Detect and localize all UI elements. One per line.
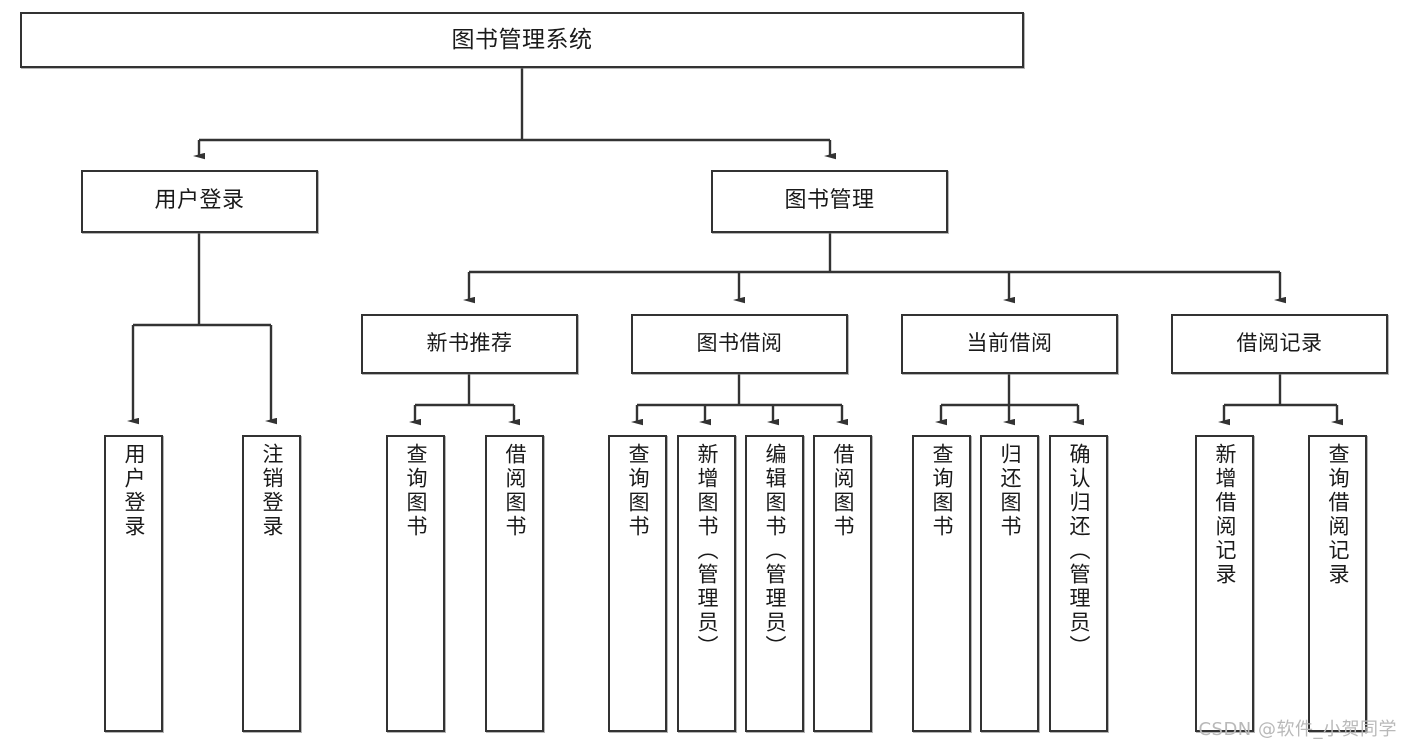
leaf-query-borrow-record[interactable]: 查询借阅记录 — [1308, 435, 1367, 732]
leaf-query-book-2[interactable]: 查询图书 — [608, 435, 667, 732]
node-book-management-system[interactable]: 图书管理系统 — [20, 12, 1024, 68]
leaf-query-book-1[interactable]: 查询图书 — [386, 435, 445, 732]
leaf-user-login[interactable]: 用户登录 — [104, 435, 163, 732]
node-label: 编辑图书（管理员） — [763, 443, 787, 659]
node-book-borrow[interactable]: 图书借阅 — [631, 314, 848, 374]
node-label: 借阅图书 — [503, 443, 527, 539]
node-current-borrow[interactable]: 当前借阅 — [901, 314, 1118, 374]
leaf-confirm-return[interactable]: 确认归还（管理员） — [1049, 435, 1108, 732]
node-new-book-recommend[interactable]: 新书推荐 — [361, 314, 578, 374]
node-label: 用户登录 — [154, 188, 245, 214]
csdn-watermark: CSDN @软件_小贺同学 — [1198, 719, 1397, 740]
leaf-borrow-book-1[interactable]: 借阅图书 — [485, 435, 544, 732]
node-label: 图书管理 — [784, 188, 875, 214]
leaf-borrow-book-2[interactable]: 借阅图书 — [813, 435, 872, 732]
node-label: 新增借阅记录 — [1213, 443, 1237, 587]
node-borrow-record[interactable]: 借阅记录 — [1171, 314, 1388, 374]
node-label: 借阅图书 — [831, 443, 855, 539]
node-label: 新书推荐 — [426, 331, 513, 356]
node-label: 图书借阅 — [696, 331, 783, 356]
leaf-add-borrow-record[interactable]: 新增借阅记录 — [1195, 435, 1254, 732]
leaf-user-logout[interactable]: 注销登录 — [242, 435, 301, 732]
node-label: 当前借阅 — [966, 331, 1053, 356]
node-label: 注销登录 — [260, 443, 284, 539]
leaf-query-book-3[interactable]: 查询图书 — [912, 435, 971, 732]
node-label: 归还图书 — [998, 443, 1022, 539]
node-label: 查询图书 — [404, 443, 428, 539]
node-user-login[interactable]: 用户登录 — [81, 170, 318, 233]
node-label: 新增图书（管理员） — [695, 443, 719, 659]
node-label: 查询借阅记录 — [1326, 443, 1350, 587]
node-book-management[interactable]: 图书管理 — [711, 170, 948, 233]
leaf-edit-book[interactable]: 编辑图书（管理员） — [745, 435, 804, 732]
node-label: 图书管理系统 — [451, 26, 593, 53]
node-label: 用户登录 — [122, 443, 146, 539]
node-label: 确认归还（管理员） — [1067, 443, 1091, 659]
leaf-return-book[interactable]: 归还图书 — [980, 435, 1039, 732]
node-label: 借阅记录 — [1236, 331, 1323, 356]
node-label: 查询图书 — [930, 443, 954, 539]
leaf-add-book[interactable]: 新增图书（管理员） — [677, 435, 736, 732]
node-label: 查询图书 — [626, 443, 650, 539]
